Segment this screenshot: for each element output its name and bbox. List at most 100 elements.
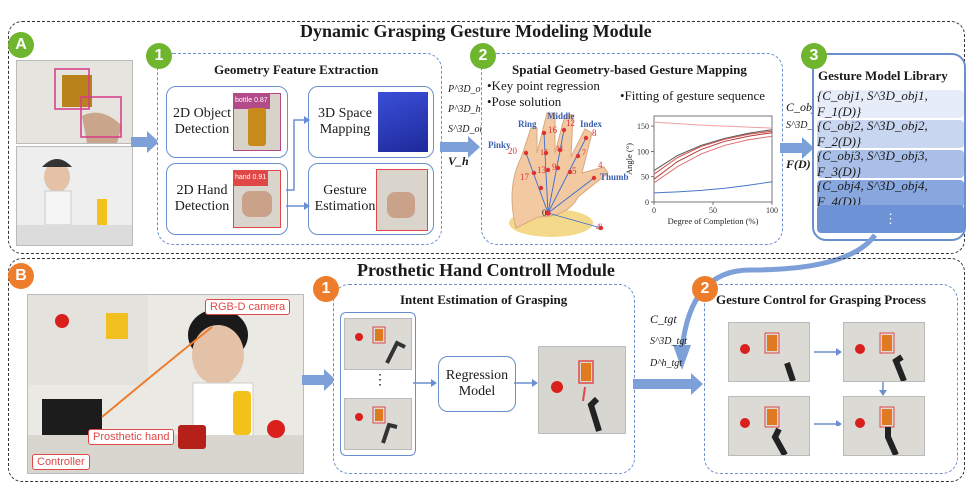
user-photo — [16, 146, 133, 246]
finger-label-ring: Ring — [518, 119, 537, 129]
keypoint-20: 20 — [508, 146, 517, 156]
frame-thumb-2 — [344, 398, 412, 450]
finger-label-index: Index — [580, 119, 603, 129]
hand-thumbnail: hand 0.91 — [233, 170, 281, 228]
output-p3d-obj: P^3D_obj — [448, 84, 489, 95]
series-line-1 — [653, 121, 773, 129]
x-tick-label: 0 — [652, 206, 656, 215]
b-step1-title: Intent Estimation of Grasping — [400, 292, 568, 307]
keypoint-12: 12 — [566, 118, 575, 128]
library-item-2: {C_obj2, S^3D_obj2, F_2(D)} — [817, 118, 964, 149]
series-line-4 — [653, 135, 773, 184]
output-s3d-obj: S^3D_obj — [448, 124, 488, 135]
module-b-title: Prosthetic Hand Controll Module — [357, 260, 615, 280]
keypoint-17: 17 — [520, 172, 529, 182]
step3-badge: 3 — [801, 43, 827, 69]
frame-thumb-1 — [344, 318, 412, 370]
regression-model-box: Regression Model — [438, 356, 516, 412]
module-b-frame — [8, 258, 965, 482]
output-dh-tgt: D^h_tgt — [650, 358, 682, 369]
y-tick-label: 50 — [641, 173, 649, 182]
arrow-regression-to-result — [514, 379, 538, 387]
finger-label-thumb: Thumb — [600, 172, 629, 182]
output-s3d-obj-2: S^3D_obj — [786, 120, 826, 131]
keypoint-16: 16 — [548, 125, 557, 135]
x-tick-label: 50 — [709, 206, 717, 215]
setup-photo — [27, 294, 304, 474]
library-item-4: {C_obj4, S^3D_obj4, F_4(D)} — [817, 178, 964, 209]
b-step2-title: Gesture Control for Grasping Process — [716, 292, 926, 307]
keypoint-4: 4 — [598, 160, 603, 170]
keypoint-0: 0 — [542, 208, 547, 218]
output-fd: F(D) — [786, 157, 811, 171]
arrow-library-to-module-b — [673, 233, 878, 370]
keypoint-5: 5 — [572, 166, 577, 176]
keypoint-7: 7 — [582, 148, 586, 157]
step3-title: Gesture Model Library — [818, 68, 948, 83]
output-vh: V_h — [448, 154, 469, 168]
series-line-5 — [653, 129, 773, 172]
keypoint-4-prime: 4' — [596, 222, 603, 232]
keypoint-13: 13 — [537, 165, 546, 175]
x-tick-label: 100 — [766, 206, 778, 215]
control-frame-1 — [728, 322, 810, 382]
control-frame-2 — [843, 322, 925, 382]
hand-detection-box: 2D Hand Detection hand 0.91 — [166, 163, 288, 235]
gesture-estimation-label: Gesture Estimation — [314, 183, 376, 214]
y-tick-label: 100 — [637, 147, 649, 156]
y-tick-label: 0 — [645, 198, 649, 207]
control-frame-4 — [843, 396, 925, 456]
space-mapping-label: 3D Space Mapping — [317, 106, 373, 137]
intent-result-photo — [538, 346, 626, 434]
y-axis-label: Angle (°) — [624, 143, 634, 175]
library-item-3: {C_obj3, S^3D_obj3, F_3(D)} — [817, 148, 964, 179]
keypoint-11: 11 — [556, 144, 564, 153]
control-frame-3 — [728, 396, 810, 456]
control-flow-arrows — [814, 348, 887, 426]
arrow-a-to-step1 — [131, 131, 159, 153]
series-line-2 — [653, 130, 773, 175]
x-axis-label: Degree of Completion (%) — [668, 216, 759, 226]
output-p3d-h: P^3D_h — [448, 104, 481, 115]
step2-badge: 2 — [470, 43, 496, 69]
bullet-pose: •Pose solution — [487, 94, 562, 109]
output-s3d-tgt: S^3D_tgt — [650, 336, 687, 347]
bullet-keypoint: •Key point regression — [487, 78, 600, 93]
arrow-b-to-step1 — [302, 369, 336, 391]
finger-label-pinky: Pinky — [488, 140, 511, 150]
hand-keypoint-diagram — [509, 112, 609, 237]
arrow-frames-to-regression — [413, 379, 437, 387]
y-tick-label: 150 — [637, 122, 649, 131]
object-detection-label: 2D Object Detection — [173, 106, 231, 137]
keypoint-15: 15 — [540, 148, 548, 157]
module-a-title: Dynamic Grasping Gesture Modeling Module — [300, 21, 652, 41]
callout-controller: Controller — [32, 454, 90, 470]
step1-connectors — [286, 116, 310, 210]
library-item-1: {C_obj1, S^3D_obj1, F_1(D)} — [817, 88, 964, 119]
space-mapping-box: 3D Space Mapping — [308, 86, 434, 158]
arrow-step1-to-control — [633, 373, 703, 395]
bullet-fitting: •Fitting of gesture sequence — [620, 88, 765, 103]
arrow-step2-to-step3 — [780, 137, 814, 159]
callout-prosthetic-hand: Prosthetic hand — [88, 429, 175, 445]
output-c-tgt: C_tgt — [650, 312, 677, 326]
library-item-more: ⋮ — [817, 205, 964, 233]
3d-map-thumbnail — [378, 92, 428, 152]
arrow-step1-to-step2 — [440, 136, 480, 158]
step1-badge: 1 — [146, 43, 172, 69]
object-detection-box: 2D Object Detection bottle 0.87 — [166, 86, 288, 158]
finger-label-middle: Middle — [547, 111, 575, 121]
grasp-photo-top — [16, 60, 133, 144]
bottle-det-label: bottle 0.87 — [233, 93, 270, 109]
keypoint-8: 8 — [592, 128, 597, 138]
step2-title: Spatial Geometry-based Gesture Mapping — [512, 62, 747, 77]
hand-detection-label: 2D Hand Detection — [174, 183, 230, 214]
gesture-thumbnail — [376, 169, 428, 231]
series-line-6 — [653, 181, 773, 194]
regression-model-label: Regression Model — [445, 368, 509, 399]
step1-title: Geometry Feature Extraction — [214, 62, 379, 77]
module-a-badge: A — [8, 32, 34, 58]
gesture-estimation-box: Gesture Estimation — [308, 163, 434, 235]
keypoint-9: 9 — [552, 162, 557, 172]
